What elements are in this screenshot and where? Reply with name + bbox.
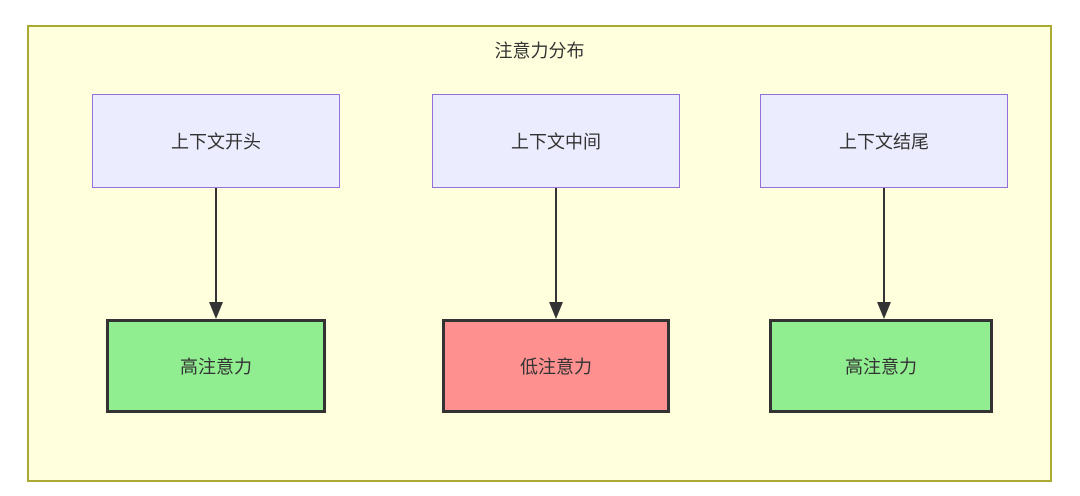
attention-distribution-cluster: 注意力分布 上下文开头 高注意力 上下文中间 低注意力 上下文结尾 [27, 25, 1052, 482]
arrow-down-icon [549, 188, 563, 319]
node-low-attention[interactable]: 低注意力 [442, 319, 670, 413]
node-context-start[interactable]: 上下文开头 [92, 94, 340, 188]
node-high-attention-1[interactable]: 高注意力 [106, 319, 326, 413]
cluster-title: 注意力分布 [494, 41, 585, 61]
arrow-down-icon [209, 188, 223, 319]
node-high-attention-2[interactable]: 高注意力 [769, 319, 993, 413]
node-context-middle[interactable]: 上下文中间 [432, 94, 680, 188]
node-context-end[interactable]: 上下文结尾 [760, 94, 1008, 188]
arrow-down-icon [877, 188, 891, 319]
